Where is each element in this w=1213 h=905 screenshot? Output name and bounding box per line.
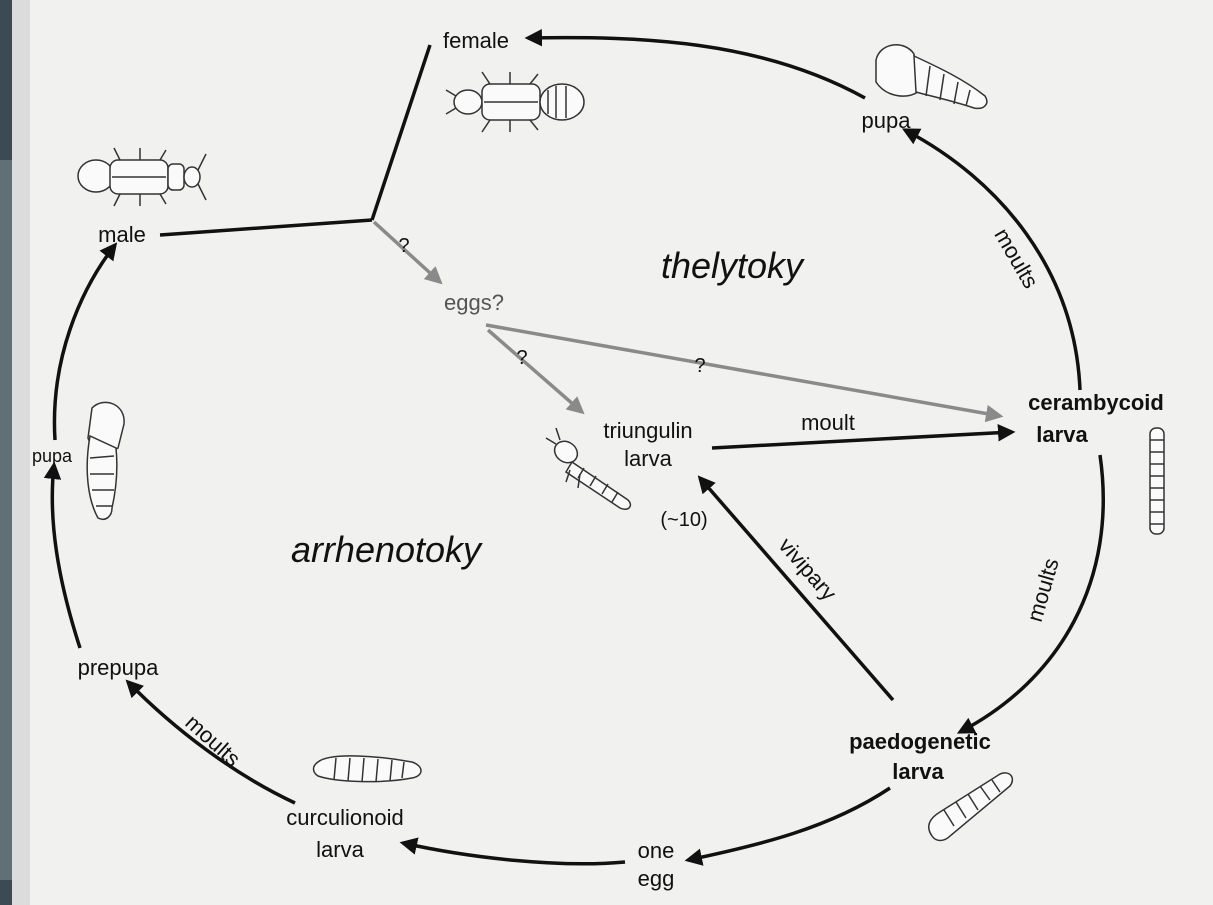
arrow-cerambycoid-to-pupa (901, 128, 1082, 391)
arrow-prepupa-to-pupa (43, 461, 82, 649)
pupa-drawing (86, 401, 125, 520)
node-male: male (98, 222, 146, 247)
arrow-vivipary (697, 475, 895, 702)
arrow-cerambycoid-to-paedogenetic (956, 454, 1105, 734)
node-pupa-left: pupa (32, 446, 73, 466)
node-curculionoid-line2: larva (316, 837, 364, 862)
beetle-female-drawing (445, 71, 585, 133)
arrow-mating-to-eggs (372, 220, 443, 285)
arrow-eggs-to-triungulin (486, 328, 585, 415)
node-triungulin-line2: larva (624, 446, 672, 471)
edge-moults-lower-left: moults (181, 709, 246, 771)
book-edge (0, 160, 14, 880)
edge-vivipary: vivipary (774, 533, 842, 606)
node-paedogenetic-line1: paedogenetic (849, 729, 991, 754)
arrow-one-egg-to-curculionoid (399, 837, 626, 866)
paedogenetic-larva-drawing (928, 772, 1014, 842)
edge-q-mating-eggs: ? (398, 235, 409, 257)
mating-connector (159, 44, 432, 237)
region-thelytoky: thelytoky (661, 245, 805, 286)
page-strip (12, 0, 30, 905)
node-eggs: eggs? (444, 290, 504, 315)
edge-moult: moult (801, 410, 855, 435)
arrow-pupa-to-female (524, 29, 866, 100)
node-cerambycoid-line1: cerambycoid (1028, 390, 1164, 415)
arrow-pupa-to-male (52, 242, 118, 441)
edge-q-eggs-cerambycoid: ? (694, 355, 705, 377)
beetle-male-drawing (77, 147, 207, 207)
node-one-egg-line1: one (638, 838, 675, 863)
triungulin-larva-drawing (545, 427, 632, 511)
pupa-drawing (875, 44, 988, 110)
node-female: female (443, 28, 509, 53)
arrow-curculionoid-to-prepupa (125, 679, 296, 805)
edge-q-eggs-triungulin: ? (516, 347, 527, 369)
node-curculionoid-line1: curculionoid (286, 805, 403, 830)
edge-moults-upper-right: moults (989, 224, 1043, 293)
arrow-eggs-to-cerambycoid (485, 323, 1004, 423)
arrow-paedogenetic-to-one-egg (684, 786, 891, 866)
node-cerambycoid-line2: larva (1036, 422, 1088, 447)
node-count: (~10) (660, 509, 707, 531)
node-paedogenetic-line2: larva (892, 759, 944, 784)
region-arrhenotoky: arrhenotoky (291, 529, 483, 570)
edge-moults-lower-right: moults (1022, 555, 1064, 624)
node-triungulin-line1: triungulin (603, 418, 692, 443)
arrow-moult (711, 424, 1016, 450)
cerambycoid-larva-drawing (1149, 427, 1165, 535)
node-prepupa: prepupa (78, 655, 160, 680)
node-pupa-top: pupa (862, 108, 912, 133)
curculionoid-larva-drawing (312, 755, 422, 783)
node-one-egg-line2: egg (638, 866, 675, 891)
